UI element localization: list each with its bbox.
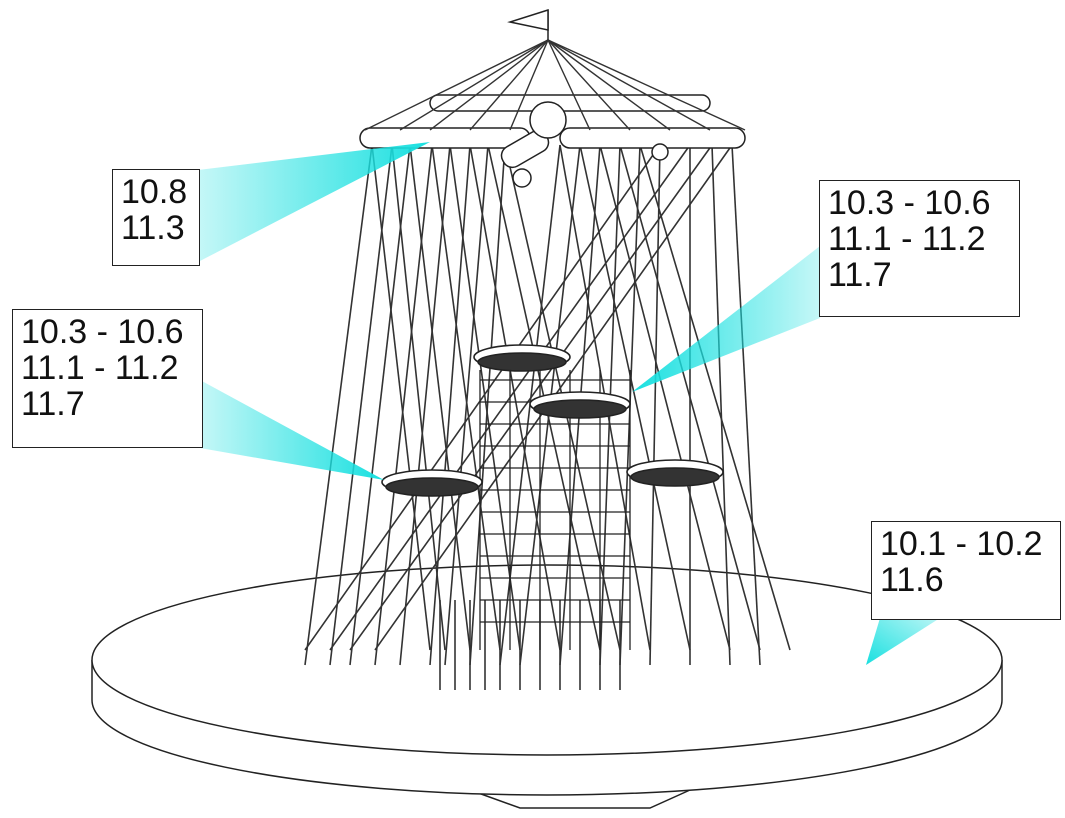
callout-beam-basket-left [200,380,384,480]
rope [444,144,489,666]
baskets [381,344,724,497]
rope [374,144,433,666]
callout-beam-canopy [198,142,430,262]
callout-base-line-2: 11.6 [880,561,944,599]
rope [579,144,691,651]
rope [599,144,731,651]
canopy-spoke [547,39,711,131]
flag [507,8,549,40]
callout-beam-base [866,618,940,665]
base-platform [91,564,1003,809]
rope [711,144,731,666]
canopy-spoke [399,39,549,131]
callout-beam-basket-right [632,246,820,392]
rope [399,144,451,666]
callout-basket-left-line-3: 11.7 [21,385,85,423]
callout-basket-right-line-3: 11.7 [828,256,892,294]
canopy-spoke [429,39,549,131]
rope [639,144,791,651]
rope [329,144,393,666]
rope [731,144,761,666]
callout-basket-right: 10.3 - 10.6 11.1 - 11.2 11.7 [819,180,1020,317]
canopy-spoke [547,39,746,131]
canopy-frame [359,94,746,188]
rope [349,144,411,666]
rope [649,144,661,666]
rope [304,144,373,666]
callout-canopy: 10.8 11.3 [112,169,200,266]
canopy-spoke [364,39,549,131]
callout-canopy-line-1: 10.8 [121,173,188,211]
rope [449,144,521,651]
rope [469,144,506,666]
callout-basket-left: 10.3 - 10.6 11.1 - 11.2 11.7 [12,309,203,448]
callout-basket-left-line-2: 11.1 - 11.2 [21,349,179,387]
canopy-spoke [547,39,671,131]
canopy-spoke [547,39,591,131]
canopy-spoke [469,39,549,131]
canopy-spoke [547,39,631,131]
callout-canopy-line-2: 11.3 [121,209,185,247]
rope [349,144,713,651]
callout-base: 10.1 - 10.2 11.6 [871,521,1061,620]
callout-basket-left-line-1: 10.3 - 10.6 [21,313,184,351]
callout-base-line-1: 10.1 - 10.2 [880,525,1043,563]
rope [429,144,471,666]
callout-basket-right-line-1: 10.3 - 10.6 [828,184,991,222]
rope [431,144,501,651]
canopy-spoke [509,39,549,131]
rope [469,144,561,651]
callout-basket-right-line-2: 11.1 - 11.2 [828,220,986,258]
rope [304,144,661,651]
rope [409,144,471,651]
